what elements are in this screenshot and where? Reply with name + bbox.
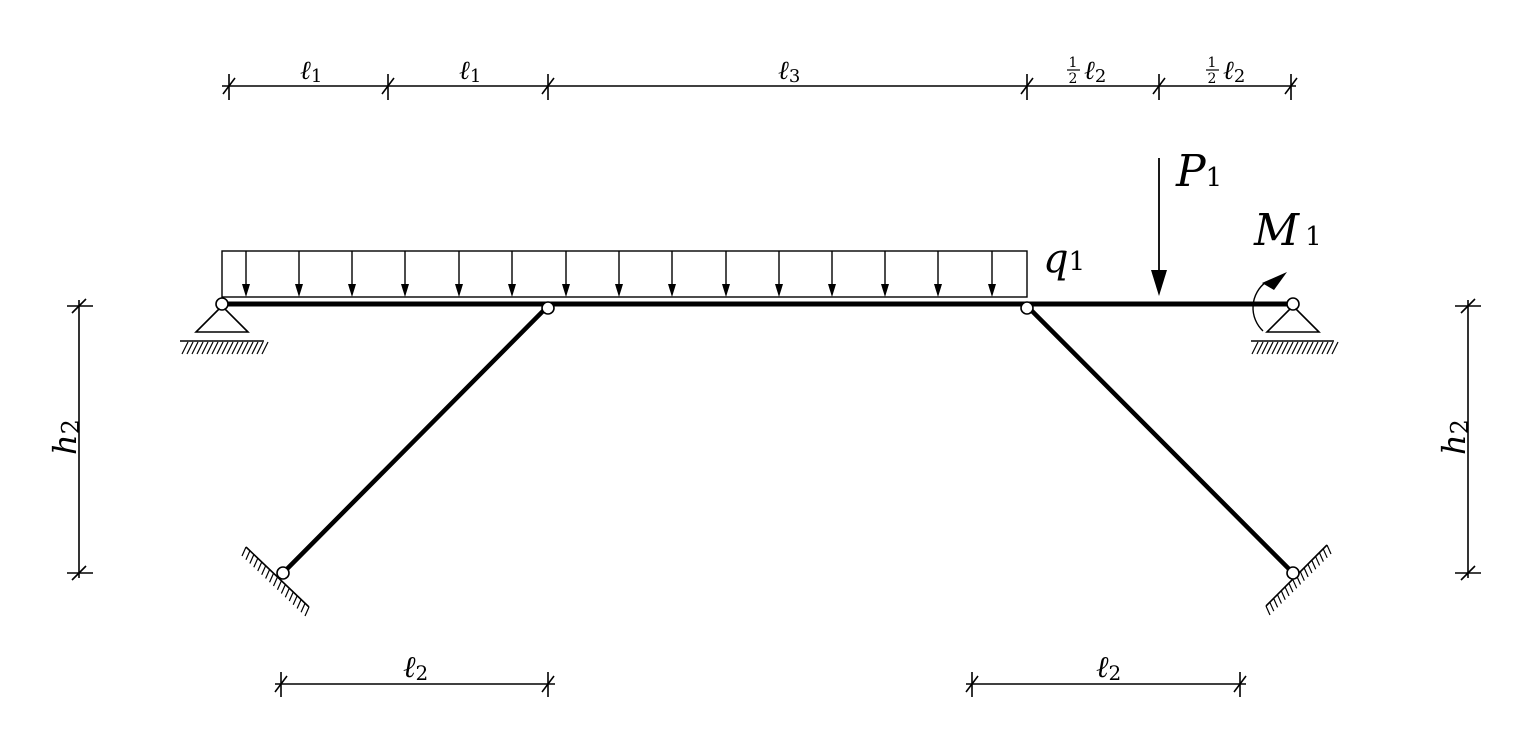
label-half-l2-second: 1 2 ℓ2: [1206, 55, 1245, 87]
load-arrow: [668, 251, 676, 297]
label-h2-left: h2: [46, 419, 85, 455]
right-pin-support: [1251, 304, 1339, 355]
load-arrow: [348, 251, 356, 297]
label-q1: q1: [1043, 236, 1085, 282]
ground-hatch: [1265, 544, 1332, 616]
ground-hatch: [181, 341, 269, 355]
right-strut: [1024, 303, 1296, 576]
load-arrow: [242, 251, 250, 297]
left-fixed-support: [241, 546, 310, 617]
label-l2-bottom-left: ℓ2: [403, 650, 428, 685]
load-arrow: [295, 251, 303, 297]
load-arrow: [775, 251, 783, 297]
bottom-right-dimension: [965, 672, 1247, 697]
hinge-left-strut-top: [541, 301, 555, 315]
right-height-dimension: [1455, 298, 1481, 581]
load-arrow: [508, 251, 516, 297]
svg-text:ℓ2: ℓ2: [1223, 56, 1245, 87]
left-pin-support: [180, 304, 269, 355]
left-strut: [280, 303, 551, 576]
hinge-left-support: [215, 297, 229, 311]
bottom-left-dimension: [274, 672, 555, 697]
load-arrow: [988, 251, 996, 297]
load-arrow: [934, 251, 942, 297]
hinge-right-support: [1286, 297, 1300, 311]
left-height-dimension: [67, 298, 93, 581]
label-l2-bottom-right: ℓ2: [1096, 650, 1121, 685]
svg-text:2: 2: [1069, 71, 1078, 87]
svg-text:2: 2: [1208, 71, 1217, 87]
ground-hatch: [241, 546, 310, 617]
hinge-right-strut-top: [1020, 301, 1034, 315]
load-arrow: [455, 251, 463, 297]
load-arrows: [242, 251, 996, 297]
distributed-load-q1: [221, 250, 1028, 298]
label-l1-first: ℓ1: [300, 56, 322, 87]
hinge-right-strut-bottom: [1286, 566, 1300, 580]
top-dimension-line: [222, 74, 1298, 100]
load-arrow: [401, 251, 409, 297]
label-l3: ℓ3: [778, 56, 800, 87]
svg-text:1: 1: [1208, 55, 1217, 71]
label-p1: P1: [1175, 146, 1222, 197]
label-h2-right: h2: [1435, 419, 1474, 455]
svg-text:1: 1: [1069, 55, 1078, 71]
point-load-p1-arrow: [1151, 158, 1167, 296]
label-half-l2-first: 1 2 ℓ2: [1067, 55, 1106, 87]
label-l1-second: ℓ1: [459, 56, 481, 87]
load-arrow: [562, 251, 570, 297]
load-arrow: [881, 251, 889, 297]
ground-hatch: [1251, 341, 1339, 355]
load-arrow: [722, 251, 730, 297]
svg-text:ℓ2: ℓ2: [1084, 56, 1106, 87]
load-arrow: [615, 251, 623, 297]
hinge-left-strut-bottom: [276, 566, 290, 580]
load-arrow: [828, 251, 836, 297]
